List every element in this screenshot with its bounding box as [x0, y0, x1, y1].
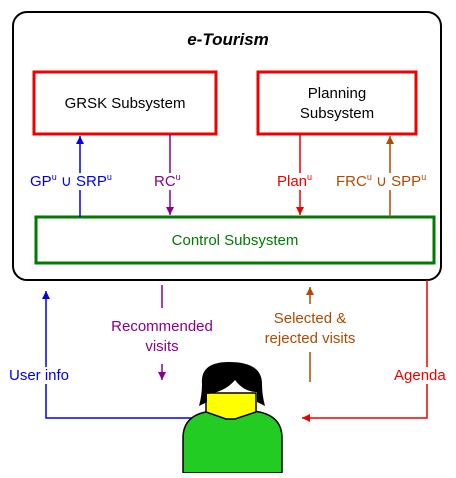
srp-text: SRP — [76, 173, 107, 190]
agenda-arrow — [302, 280, 428, 422]
selected-visits-label-line1: Selected & — [273, 310, 347, 327]
grsk-subsystem-label: GRSK Subsystem — [64, 95, 186, 112]
planning-subsystem-box — [256, 70, 418, 136]
recommended-visits-label-line1: Recommended — [111, 318, 213, 335]
user-info-label: User info — [8, 367, 71, 384]
spp-superscript: u — [421, 172, 427, 182]
rc-label: RCu — [153, 173, 182, 190]
control-subsystem-label: Control Subsystem — [171, 232, 299, 249]
selected-visits-label-line2: rejected visits — [264, 330, 356, 347]
gp-text: GP — [30, 173, 52, 190]
control-subsystem-box — [34, 215, 436, 265]
planning-subsystem-label-line1: Planning — [307, 85, 367, 102]
user-info-arrow — [42, 291, 195, 419]
plan-text: Plan — [277, 173, 308, 190]
plan-superscript: u — [307, 172, 313, 182]
srp-superscript: u — [106, 172, 112, 182]
planning-subsystem-label-line2: Subsystem — [299, 105, 375, 122]
frc-superscript: u — [366, 172, 372, 182]
etourism-container — [12, 11, 442, 281]
rc-text: RC — [154, 173, 176, 190]
recommended-visits-label-line2: visits — [145, 338, 179, 355]
rc-superscript: u — [175, 172, 181, 182]
diagram-title: e-Tourism — [187, 30, 269, 49]
frc-text: FRC — [336, 173, 367, 190]
user-icon — [182, 362, 283, 474]
grsk-subsystem-box — [32, 70, 218, 136]
agenda-label: Agenda — [393, 367, 447, 384]
gp-srp-label: GPu ∪ SRPu — [29, 173, 113, 190]
frc-spp-label: FRCu ∪ SPPu — [335, 172, 428, 190]
union-symbol-2: ∪ — [376, 173, 387, 190]
plan-label: Planu — [276, 172, 314, 190]
spp-text: SPP — [391, 173, 422, 190]
union-symbol: ∪ — [60, 173, 72, 190]
gp-superscript: u — [51, 172, 57, 182]
